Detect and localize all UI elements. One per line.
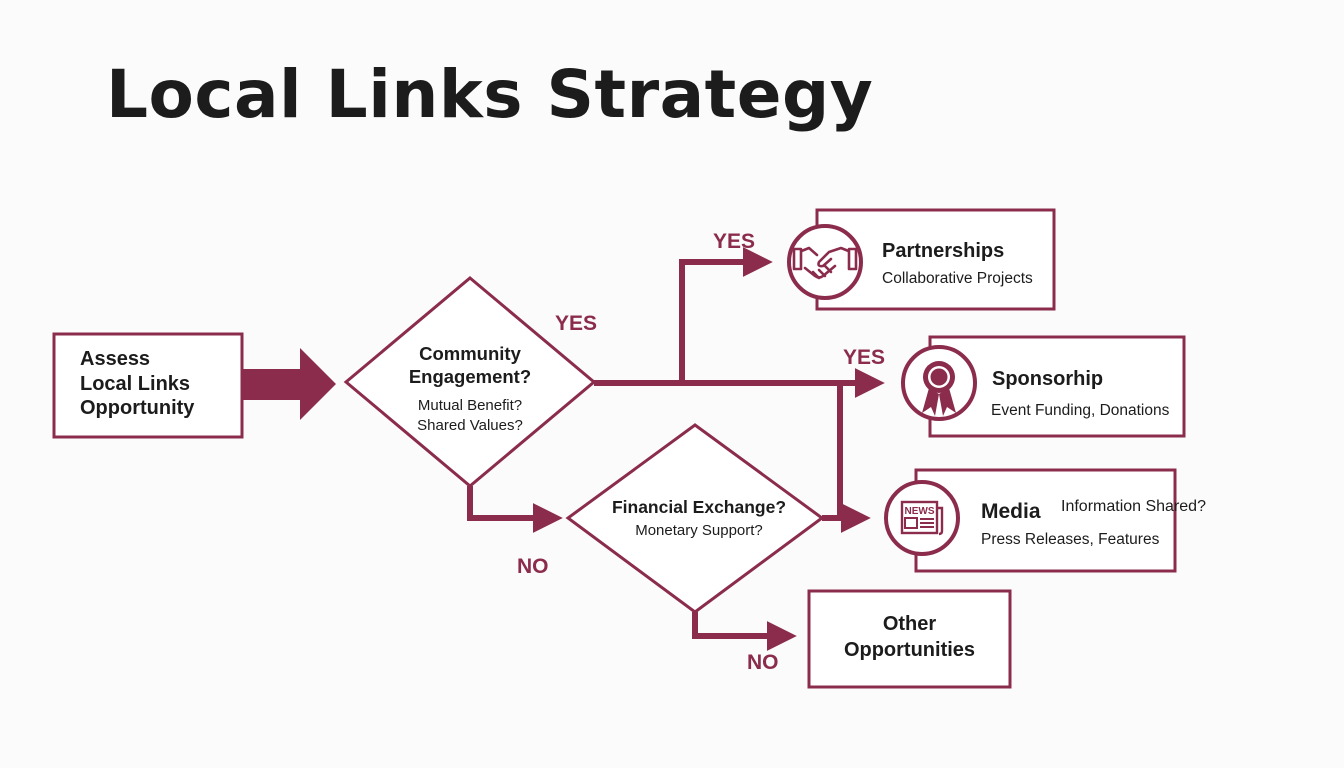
other-opportunities-box [807, 589, 1012, 689]
community-sub-1: Mutual Benefit? [417, 397, 523, 414]
page-title: Local Links Strategy [106, 56, 874, 133]
financial-sub: Monetary Support? [635, 522, 763, 539]
media-title: Media [981, 500, 1041, 523]
no-label-financial: NO [747, 651, 779, 674]
yes-to-partnerships-line [679, 247, 773, 383]
financial-title: Financial Exchange? [611, 497, 787, 517]
media-subtitle: Press Releases, Features [981, 531, 1160, 548]
start-line-2: Local Links [80, 372, 191, 395]
other-line-2: Opportunities [843, 638, 976, 661]
partnerships-title: Partnerships [882, 240, 1005, 262]
start-line-1: Assess [80, 348, 151, 370]
newspaper-icon-label: NEWS [905, 506, 935, 517]
partnerships-subtitle: Collaborative Projects [882, 270, 1033, 287]
start-box [52, 332, 244, 439]
yes-label-partnerships: YES [713, 230, 756, 253]
sponsorship-title: Sponsorhip [992, 368, 1104, 390]
yes-label-community: YES [555, 312, 598, 335]
start-line-3: Opportunity [80, 397, 195, 419]
other-line-1: Other [882, 613, 937, 635]
no-label-community: NO [517, 555, 549, 578]
sponsorship-subtitle: Event Funding, Donations [991, 402, 1170, 419]
no-to-other-line [692, 612, 797, 651]
other-opportunities-label: Other Opportunities [812, 612, 1007, 663]
award-ribbon-icon [901, 345, 977, 421]
handshake-icon [787, 224, 863, 300]
drop-to-media-line [837, 386, 871, 533]
start-label: Assess Local Links Opportunity [80, 347, 194, 421]
community-engagement-text: Community Engagement? Mutual Benefit? Sh… [378, 342, 562, 436]
financial-exchange-text: Financial Exchange? Monetary Support? [590, 496, 808, 541]
no-to-financial-line [467, 486, 563, 533]
media-note: Information Shared? [1061, 498, 1206, 515]
community-title-1: Community [419, 343, 521, 364]
community-sub-2: Shared Values? [417, 417, 523, 434]
yes-label-sponsorship: YES [843, 346, 886, 369]
start-block-arrow [242, 348, 336, 420]
community-title-2: Engagement? [408, 366, 532, 387]
newspaper-icon: NEWS [884, 480, 960, 556]
